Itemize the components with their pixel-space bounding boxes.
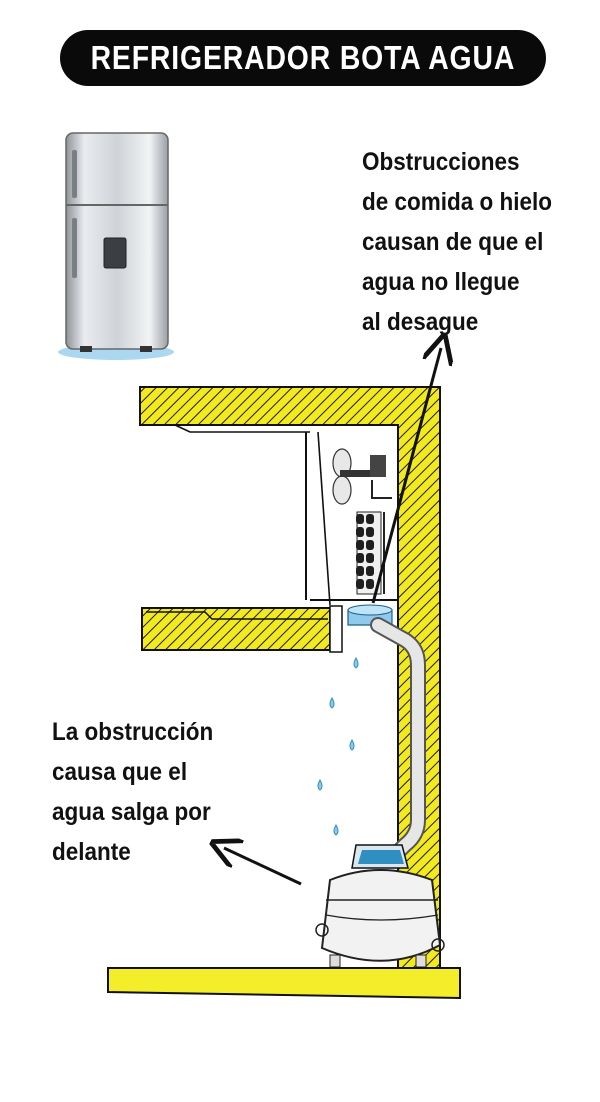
callout-top-line-3: causan de que el: [362, 228, 544, 256]
callout-bottom-line-3: agua salga por: [52, 798, 211, 826]
water-drop: [317, 778, 323, 791]
evaporator-coil: [356, 511, 385, 595]
fan-icon: [332, 448, 392, 505]
water-drop: [333, 823, 339, 836]
freezer-floor: [141, 605, 343, 653]
callout-top-line-4: agua no llegue: [362, 268, 520, 296]
floor-base: [107, 967, 461, 1000]
title-text: REFRIGERADOR BOTA AGUA: [90, 39, 516, 76]
compressor-icon: [315, 869, 445, 968]
evaporation-tray: [351, 844, 409, 869]
refrigerator-icon: [58, 132, 174, 360]
callout-top-line-5: al desague: [362, 308, 479, 336]
callout-bottom: La obstrucción causa que el agua salga p…: [52, 712, 231, 872]
water-drop: [349, 738, 355, 751]
drain-hose: [370, 617, 426, 866]
title-banner: REFRIGERADOR BOTA AGUA: [60, 30, 546, 86]
water-drop: [353, 656, 359, 669]
callout-top-line-2: de comida o hielo: [362, 188, 553, 216]
callout-bottom-line-1: La obstrucción: [52, 718, 214, 746]
callout-top: Obstrucciones de comida o hielo causan d…: [362, 142, 573, 342]
arrow-to-front: [224, 848, 302, 886]
arrow-to-drain: [371, 348, 441, 604]
callout-bottom-line-2: causa que el: [52, 758, 188, 786]
callout-top-line-1: Obstrucciones: [362, 148, 520, 176]
water-drop: [329, 696, 335, 709]
water-dispenser: [103, 237, 127, 269]
water-drops: [317, 656, 359, 836]
callout-bottom-line-4: delante: [52, 838, 131, 866]
